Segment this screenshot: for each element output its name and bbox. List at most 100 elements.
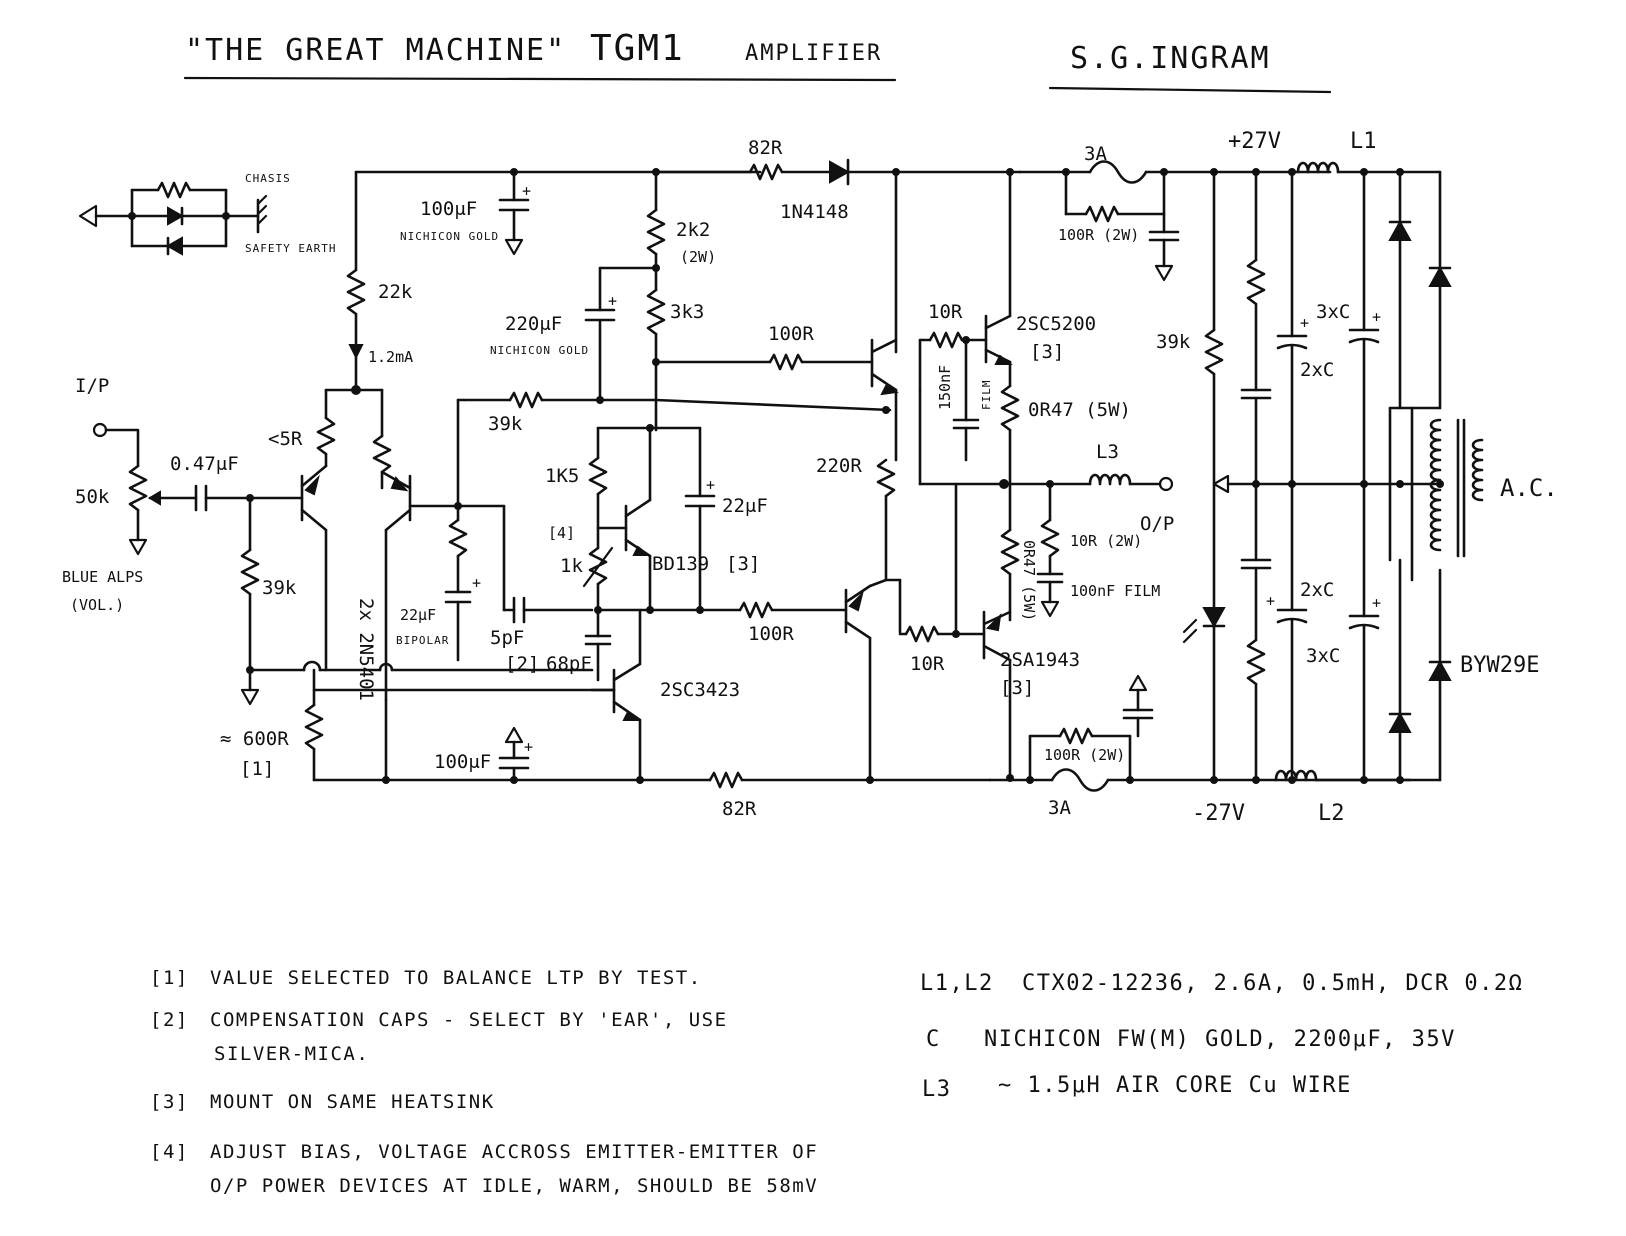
zobel-resistor-icon — [1040, 518, 1060, 558]
ac-label: A.C. — [1500, 474, 1558, 502]
ground-icon — [240, 688, 260, 706]
input-resistor-icon — [240, 548, 260, 596]
cap-100uf-bot-label: 100μF — [434, 751, 491, 773]
nichicon-gold-top-label: NICHICON GOLD — [400, 230, 499, 243]
output-inductor-icon — [1088, 473, 1132, 486]
ltp-pair-label: 2x 2N5401 — [355, 598, 377, 701]
resistor-100r-lo-icon — [738, 601, 774, 619]
input-label: I/P — [75, 375, 109, 397]
resistor-82r-bot-icon — [708, 771, 744, 789]
resistor-icon — [448, 518, 468, 558]
emitter-resistor-bot-icon — [1000, 528, 1020, 576]
spec-key: L1,L2 — [920, 971, 994, 996]
spec-key: C — [926, 1027, 941, 1052]
ground-icon — [128, 538, 148, 556]
resistor-icon — [156, 181, 192, 199]
input-stage: I/P 50k BLUE ALPS (VOL.) 0.47μF 39k <5R — [62, 170, 616, 782]
svg-text:+: + — [706, 476, 715, 494]
power-led-icon — [1202, 607, 1226, 629]
pot-value-label: 50k — [75, 486, 110, 508]
comp-cap-5pf-label: 5pF — [490, 627, 524, 649]
tail-resistor-icon — [346, 268, 366, 316]
diode-label: 1N4148 — [780, 201, 849, 223]
ref4-label: [4] — [548, 524, 575, 542]
fuse-bypass-resistor-icon — [1058, 727, 1094, 745]
header-title: "THE GREAT MACHINE" — [185, 33, 566, 68]
spec-value: ~ 1.5μH AIR CORE Cu WIRE — [998, 1073, 1352, 1098]
cap-100uf-top-label: 100μF — [420, 198, 477, 220]
note-text: VALUE SELECTED TO BALANCE LTP BY TEST. — [210, 967, 702, 989]
vbe-ref3-label: [3] — [726, 553, 760, 575]
l3-label: L3 — [1096, 441, 1119, 463]
fuse-bottom-label: 3A — [1048, 797, 1071, 819]
diode-icon — [167, 206, 185, 226]
bleeder-resistor-bot-icon — [1246, 638, 1266, 686]
fuse-top-icon — [1088, 160, 1148, 184]
header-model: TGM1 — [590, 28, 685, 69]
l2-label: L2 — [1318, 801, 1345, 826]
r-100r-label: 100R — [768, 323, 814, 345]
npn-output-label: 2SC5200 — [1016, 313, 1096, 335]
svg-text:+: + — [1372, 308, 1381, 326]
svg-text:+: + — [472, 574, 481, 592]
author-underline — [1048, 86, 1332, 94]
ref2-label: [2] — [505, 653, 539, 675]
output-stage: 220R 10R 150nF FILM 2SC5200 [3] 0R47 (5W… — [816, 168, 1174, 784]
cap-2xc-top-label: 2xC — [1300, 359, 1334, 381]
ground-icon — [1154, 264, 1174, 282]
note-ref: [4] — [150, 1141, 189, 1163]
resistor-1k5-icon — [588, 456, 608, 496]
r-1k5-label: 1K5 — [545, 465, 579, 487]
power-supply: +27V -27V L1 L2 39k + + — [1156, 129, 1558, 826]
ground-icon — [504, 238, 524, 256]
feedback-resistor-label: 39k — [488, 413, 523, 435]
rail-pos-label: +27V — [1228, 129, 1281, 154]
note-text: ADJUST BIAS, VOLTAGE ACCROSS EMITTER-EMI… — [210, 1141, 818, 1163]
speedup-film-label: FILM — [980, 380, 993, 411]
ref1-label: [1] — [240, 758, 274, 780]
input-cap-label: 0.47μF — [170, 453, 239, 475]
note-text: COMPENSATION CAPS - SELECT BY 'EAR', USE — [210, 1009, 728, 1031]
balance-resistor-icon — [304, 703, 324, 751]
speedup-cap-label: 150nF — [936, 365, 954, 410]
resistor-220r-icon — [876, 458, 896, 498]
emitter-resistor-top-icon — [1000, 384, 1020, 432]
header-kind: AMPLIFIER — [745, 41, 882, 66]
rectifier-diode-icon — [1428, 659, 1452, 681]
r-2k2-rating-label: (2W) — [680, 248, 716, 266]
note-text: O/P POWER DEVICES AT IDLE, WARM, SHOULD … — [210, 1175, 818, 1197]
balance-resistor-label: ≈ 600R — [220, 728, 289, 750]
rail-inductor-l1-icon — [1296, 161, 1340, 174]
cap-2xc-bot-label: 2xC — [1300, 579, 1334, 601]
pnp-ref3-label: [3] — [1000, 677, 1034, 699]
header: "THE GREAT MACHINE" TGM1 AMPLIFIER S.G.I… — [183, 28, 1332, 94]
spec-list: L1,L2 CTX02-12236, 2.6A, 0.5mH, DCR 0.2Ω… — [920, 971, 1523, 1102]
emitter-resistor-label: <5R — [268, 428, 303, 450]
tail-resistor-label: 22k — [378, 281, 413, 303]
note-text: SILVER-MICA. — [214, 1043, 369, 1065]
base-stopper-top-icon — [928, 331, 964, 349]
note-ref: [1] — [150, 967, 189, 989]
footnotes: [1] VALUE SELECTED TO BALANCE LTP BY TES… — [150, 967, 818, 1197]
ground-ref-icon — [1212, 474, 1230, 494]
zobel-resistor-label: 10R (2W) — [1070, 532, 1142, 550]
base-stopper-bot-icon — [904, 625, 940, 643]
r-2k2-label: 2k2 — [676, 219, 710, 241]
fuse-bottom-icon — [1050, 768, 1110, 792]
fuse-top-resistor-label: 100R (2W) — [1058, 226, 1139, 244]
resistor-icon — [646, 288, 666, 336]
emitter-resistor-icon — [316, 416, 336, 456]
spec-value: CTX02-12236, 2.6A, 0.5mH, DCR 0.2Ω — [1022, 971, 1523, 996]
fuse-bottom-resistor-label: 100R (2W) — [1044, 746, 1125, 764]
current-arrow-icon — [348, 344, 364, 360]
npn-ref3-label: [3] — [1030, 341, 1064, 363]
emitter-resistor-icon — [372, 434, 392, 474]
pot-note-label: (VOL.) — [70, 596, 124, 614]
ground-icon — [1128, 674, 1148, 692]
led-resistor-icon — [1204, 328, 1224, 376]
fuse-bypass-resistor-icon — [1084, 205, 1120, 223]
diode-1n4148-icon — [829, 160, 851, 184]
rail-inductor-l2-icon — [1274, 769, 1318, 782]
nichicon-gold-mid-label: NICHICON GOLD — [490, 344, 589, 357]
